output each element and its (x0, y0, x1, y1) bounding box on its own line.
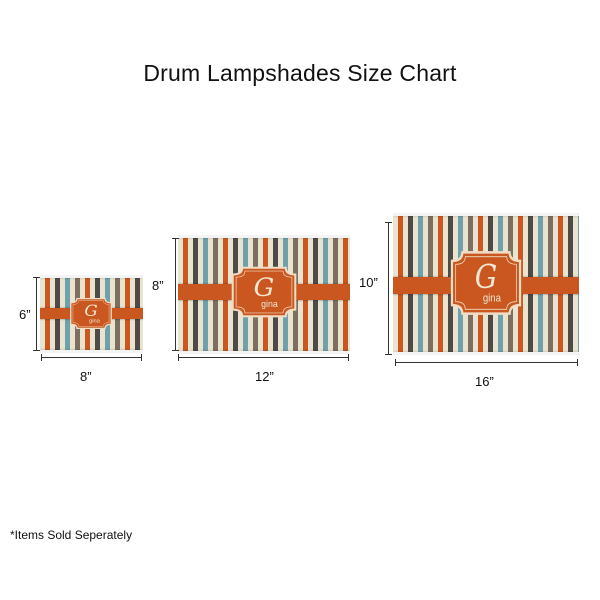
shade-bottom-rim (393, 352, 579, 355)
height-label: 10” (359, 275, 378, 290)
footnote: *Items Sold Seperately (10, 528, 133, 542)
monogram-initial: G (84, 301, 97, 319)
shade-top-rim (393, 213, 579, 216)
monogram-name: gina (261, 299, 278, 309)
width-label: 12” (255, 369, 274, 384)
height-label: 8” (152, 278, 164, 293)
monogram-initial: G (254, 273, 275, 303)
height-label: 6” (19, 307, 31, 322)
page-title: Drum Lampshades Size Chart (143, 60, 457, 86)
monogram-name: gina (483, 293, 501, 305)
shade-bottom-rim (178, 351, 350, 354)
monogram-name: gina (89, 319, 101, 325)
monogram-initial: G (475, 259, 497, 296)
width-dimension-line (41, 357, 142, 358)
shade-bottom-rim (40, 350, 143, 353)
width-dimension-line (395, 362, 578, 363)
shade-top-rim (40, 275, 143, 278)
height-dimension-line (388, 222, 389, 355)
width-label: 16” (475, 374, 494, 389)
shade-top-rim (178, 235, 350, 238)
height-dimension-line (36, 277, 37, 351)
width-dimension-line (178, 357, 349, 358)
height-dimension-line (175, 238, 176, 351)
width-label: 8” (80, 369, 92, 384)
